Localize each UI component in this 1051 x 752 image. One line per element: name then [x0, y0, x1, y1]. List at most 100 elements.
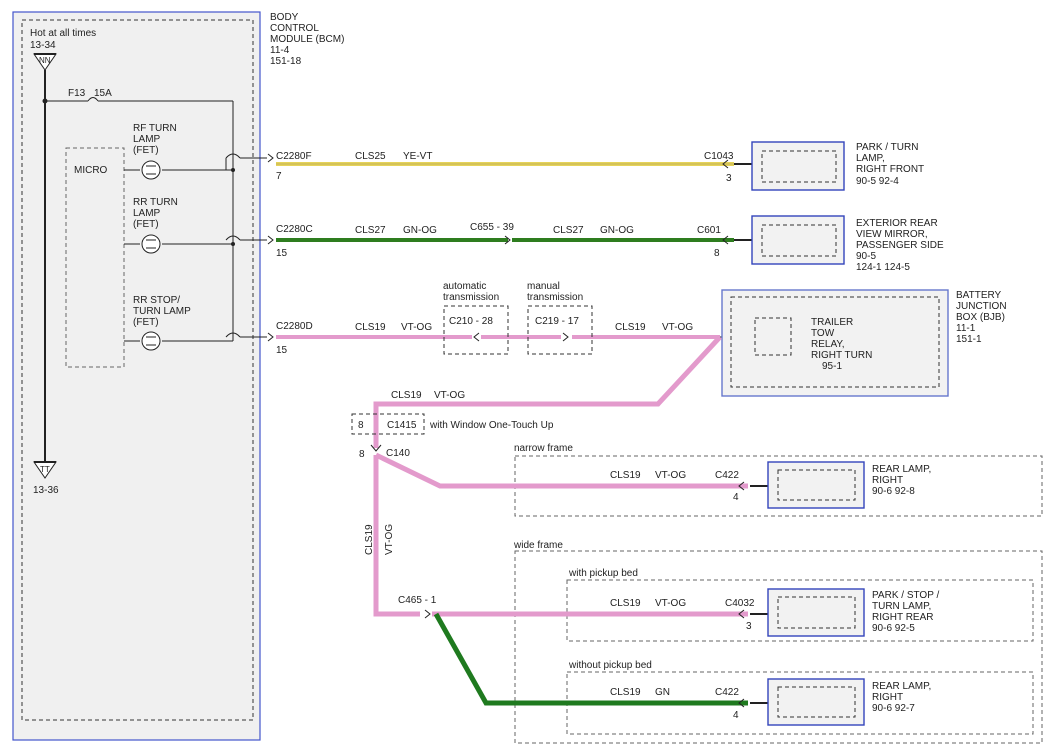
- bjb-line-3: BOX (BJB): [956, 312, 1005, 323]
- rear-lamp-narrow-line-1: REAR LAMP,: [872, 464, 931, 475]
- park-turn-lamp-right-front: PARK / TURN LAMP, RIGHT FRONT 90-5 92-4: [751, 141, 924, 191]
- relay-line-3: RELAY,: [811, 339, 845, 350]
- mirror-line-2: VIEW MIRROR,: [856, 229, 928, 240]
- cls25-label: CLS25: [355, 151, 386, 162]
- fuse-icon: [87, 97, 99, 102]
- cls19-label-1: CLS19: [355, 322, 386, 333]
- bcm-module: BODY CONTROL MODULE (BCM) 11-4 151-18 Ho…: [12, 11, 344, 741]
- bcm-ref-1: 11-4: [270, 45, 290, 56]
- wire-segment: [373, 455, 420, 617]
- bjb-ref-1: 11-1: [956, 323, 976, 334]
- rr-stop-label-1: RR STOP/: [133, 295, 180, 306]
- cls27-label-1: CLS27: [355, 225, 386, 236]
- auto-trans-connector-box: [443, 305, 509, 355]
- wire-segment: [374, 452, 748, 489]
- bjb-line-2: JUNCTION: [956, 301, 1007, 312]
- nobed-cls19-label: CLS19: [610, 687, 641, 698]
- c1415-box: [351, 413, 425, 435]
- hot-ref: 13-34: [30, 40, 56, 51]
- c2280f-pin: 7: [276, 171, 282, 182]
- vt-og-label-2: VT-OG: [662, 322, 693, 333]
- rf-turn-label-2: LAMP: [133, 134, 161, 145]
- tt-label: TT: [40, 465, 50, 474]
- tt-ref: 13-36: [33, 485, 59, 496]
- c1043-pin: 3: [726, 173, 732, 184]
- bcm-name-line-1: BODY: [270, 12, 299, 23]
- gn-og-label-2: GN-OG: [600, 225, 634, 236]
- bed-vt-og-label: VT-OG: [655, 598, 686, 609]
- rr-turn-label-3: (FET): [133, 219, 159, 230]
- return-vt-og-label: VT-OG: [434, 390, 465, 401]
- rr-turn-label-1: RR TURN: [133, 197, 178, 208]
- c1415-pin: 8: [358, 420, 364, 431]
- bcm-ref-2: 151-18: [270, 56, 302, 67]
- c601-pin: 8: [714, 248, 720, 259]
- micro-label: MICRO: [74, 165, 108, 176]
- c1415-label: C1415: [387, 420, 417, 431]
- wide-frame-option-box: [514, 550, 1043, 744]
- rr-turn-label-2: LAMP: [133, 208, 161, 219]
- cls19-label-2: CLS19: [615, 322, 646, 333]
- fuse-label: F13: [68, 88, 86, 99]
- with-pickup-bed-label: with pickup bed: [568, 568, 638, 579]
- gn-og-label-1: GN-OG: [403, 225, 437, 236]
- mirror-refs-2: 124-1 124-5: [856, 262, 910, 273]
- park-stop-line-2: TURN LAMP,: [872, 601, 931, 612]
- park-stop-refs: 90-6 92-5: [872, 623, 915, 634]
- lower-harness: CLS19 VT-OG 8 C1415 with Window One-Touc…: [351, 335, 1043, 744]
- rf-turn-label-1: RF TURN: [133, 123, 177, 134]
- narrow-vt-og-label: VT-OG: [655, 470, 686, 481]
- narrow-c422-pin: 4: [733, 492, 739, 503]
- c2280f-label: C2280F: [276, 151, 312, 162]
- nobed-c422-label: C422: [715, 687, 739, 698]
- wide-frame-label: wide frame: [513, 540, 563, 551]
- mirror-line-1: EXTERIOR REAR: [856, 218, 938, 229]
- relay-block: [754, 317, 792, 356]
- rear-lamp-right-no-bed: REAR LAMP, RIGHT 90-6 92-7: [767, 678, 931, 726]
- nn-label: NN: [39, 56, 51, 65]
- bcm-name-line-2: CONTROL: [270, 23, 319, 34]
- rr-turn-circuit: C2280C 15 CLS27 GN-OG C655 - 39 CLS27 GN…: [267, 222, 752, 259]
- c140-label: C140: [386, 448, 410, 459]
- c2280c-pin: 15: [276, 248, 288, 259]
- rear-lamp-narrow-line-2: RIGHT: [872, 475, 903, 486]
- rear-lamp-right-narrow: REAR LAMP, RIGHT 90-6 92-8: [767, 461, 931, 509]
- battery-junction-box: BATTERY JUNCTION BOX (BJB) 11-1 151-1 TR…: [721, 289, 1007, 397]
- bed-cls19-label: CLS19: [610, 598, 641, 609]
- rear-lamp-nobed-refs: 90-6 92-7: [872, 703, 915, 714]
- auto-trans-label-2: transmission: [443, 292, 499, 303]
- park-turn-front-line-2: LAMP,: [856, 153, 885, 164]
- vertical-cls19-label: CLS19: [364, 524, 375, 555]
- rf-turn-label-3: (FET): [133, 145, 159, 156]
- c219-label: C219 - 17: [535, 316, 579, 327]
- rr-stop-circuit: C2280D 15 CLS19 VT-OG automatic transmis…: [267, 281, 766, 356]
- c2280c-label: C2280C: [276, 224, 313, 235]
- nobed-gn-label: GN: [655, 687, 670, 698]
- c210-label: C210 - 28: [449, 316, 493, 327]
- c601-label: C601: [697, 225, 721, 236]
- bcm-name-line-3: MODULE (BCM): [270, 34, 344, 45]
- connector-arrow-icon: [267, 153, 274, 163]
- bed-c4032-pin: 3: [746, 621, 752, 632]
- wire-segment: [373, 335, 722, 448]
- c2280d-label: C2280D: [276, 321, 313, 332]
- micro-block: [65, 147, 125, 368]
- with-pickup-bed-box: [566, 579, 1034, 642]
- nobed-c422-pin: 4: [733, 710, 739, 721]
- narrow-cls19-label: CLS19: [610, 470, 641, 481]
- rf-turn-circuit: C2280F 7 CLS25 YE-VT C1043 3: [267, 151, 752, 184]
- relay-ref: 95-1: [822, 361, 842, 372]
- wire-segment: [433, 612, 748, 706]
- ye-vt-label: YE-VT: [403, 151, 432, 162]
- relay-line-4: RIGHT TURN: [811, 350, 872, 361]
- park-stop-line-1: PARK / STOP /: [872, 590, 939, 601]
- rear-lamp-nobed-line-1: REAR LAMP,: [872, 681, 931, 692]
- park-turn-front-line-1: PARK / TURN: [856, 142, 918, 153]
- bjb-line-1: BATTERY: [956, 290, 1002, 301]
- fuse-rating: 15A: [94, 88, 112, 99]
- rf-turn-fet-icon: [141, 160, 161, 180]
- mirror-ref: 90-5: [856, 251, 876, 262]
- rr-stop-label-2: TURN LAMP: [133, 306, 191, 317]
- relay-line-2: TOW: [811, 328, 835, 339]
